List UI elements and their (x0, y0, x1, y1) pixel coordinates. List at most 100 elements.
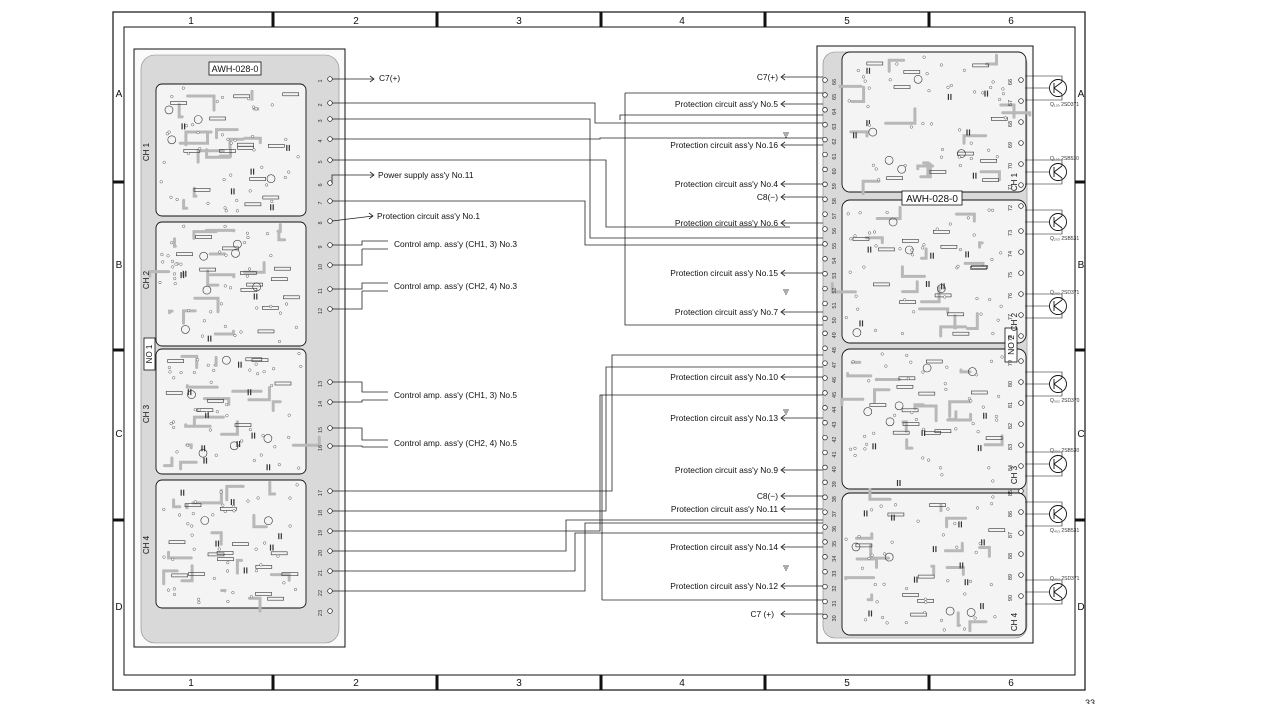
solder-pad (225, 569, 230, 573)
left-pin-4 (327, 136, 333, 142)
copper-trace (985, 53, 998, 66)
left-ch2-label: CH 2 (142, 270, 151, 289)
wire-cross (332, 522, 823, 592)
copper-trace (962, 134, 988, 145)
solder-pad (860, 566, 864, 570)
copper-trace (920, 247, 928, 260)
solder-pad (998, 97, 1002, 102)
right-pin-left-62 (822, 136, 828, 143)
solder-pad (910, 253, 915, 257)
conn-right-c8-bottom: C8(−) (757, 491, 778, 501)
left-pin-5 (327, 157, 333, 163)
left-pin-7 (327, 198, 333, 204)
right-pin-right-88 (1018, 551, 1024, 557)
copper-trace (276, 223, 282, 233)
right-pin-number: 31 (832, 600, 838, 606)
copper-trace (869, 543, 890, 560)
resistor (246, 282, 263, 287)
wire-cross (332, 519, 823, 552)
right-pin-number: 69 (1008, 142, 1014, 148)
solder-pad (943, 382, 947, 386)
resistor (232, 542, 249, 546)
solder-pad (193, 407, 197, 412)
transistor (263, 434, 273, 443)
solder-pad (232, 509, 236, 513)
right-pin-right-73 (1018, 228, 1024, 234)
wire-cross (332, 118, 823, 239)
solder-pad (989, 359, 994, 363)
left-pin-19 (327, 528, 333, 534)
resistor (925, 359, 943, 364)
left-pin-number: 15 (318, 427, 324, 433)
grid-tick-top (927, 12, 931, 27)
transistor (199, 251, 208, 261)
solder-pad (166, 588, 171, 592)
solder-pad (981, 91, 985, 95)
solder-pad (914, 417, 918, 422)
left-pin-number: 21 (318, 570, 324, 576)
solder-pad (251, 134, 255, 139)
solder-pad (215, 99, 219, 104)
wire-cross (332, 394, 823, 532)
solder-pad (991, 331, 995, 336)
solder-pad (233, 138, 237, 142)
output-transistor-symbol (1049, 79, 1067, 97)
grid-row-right-A: A (1078, 89, 1085, 100)
left-pin-number: 20 (318, 550, 324, 556)
solder-pad (844, 537, 848, 541)
conn-left-power-supply: Power supply ass'y No.11 (378, 170, 474, 180)
solder-pad (167, 130, 171, 134)
resistor (219, 149, 236, 153)
ground-symbol (783, 289, 789, 295)
right-pin-number: 66 (832, 79, 838, 85)
resistor (934, 429, 952, 434)
solder-pad (944, 387, 948, 391)
resistor (896, 384, 914, 389)
solder-pad (990, 502, 994, 506)
right-pin-number: 46 (832, 377, 838, 383)
solder-pad (162, 160, 166, 164)
solder-pad (184, 124, 189, 128)
solder-pad (910, 248, 914, 252)
solder-pad (957, 155, 961, 159)
copper-trace (192, 230, 218, 240)
solder-pad (235, 198, 239, 202)
wire-cross (332, 366, 823, 512)
left-pin-number: 23 (318, 610, 324, 616)
right-pin-right-71 (1018, 182, 1024, 188)
arrow (780, 308, 786, 316)
grid-col-bottom-2: 2 (353, 678, 359, 689)
copper-trace (148, 270, 171, 278)
solder-pad (265, 232, 270, 236)
resistor (918, 391, 936, 396)
right-pin-right-76 (1018, 291, 1024, 297)
conn-right-protection-11: Protection circuit ass'y No.11 (671, 504, 778, 514)
left-pin-3 (327, 116, 333, 122)
solder-pad (293, 587, 298, 592)
ground-symbol (783, 565, 789, 571)
solder-pad (861, 75, 866, 79)
resistor (940, 245, 958, 249)
solder-pad (208, 428, 212, 432)
solder-pad (284, 137, 288, 142)
copper-trace (193, 296, 220, 314)
copper-trace (939, 325, 968, 338)
resistor (199, 267, 216, 272)
right-pin-number: 47 (832, 362, 838, 368)
left-pin-number: 5 (318, 160, 324, 163)
right-pin-number: 68 (1008, 121, 1014, 127)
copper-trace (215, 128, 239, 140)
solder-pad (968, 579, 973, 583)
wire-power (331, 174, 374, 183)
grid-row-right-B: B (1078, 260, 1085, 271)
left-board-number: NO 1 (145, 344, 154, 363)
copper-trace (213, 355, 218, 367)
copper-trace (269, 573, 291, 582)
solder-pad (200, 334, 204, 338)
solder-pad (173, 277, 177, 281)
solder-pad (945, 365, 949, 369)
solder-pad (857, 534, 861, 539)
solder-pad (948, 222, 952, 226)
output-transistor-symbol (1053, 457, 1063, 471)
